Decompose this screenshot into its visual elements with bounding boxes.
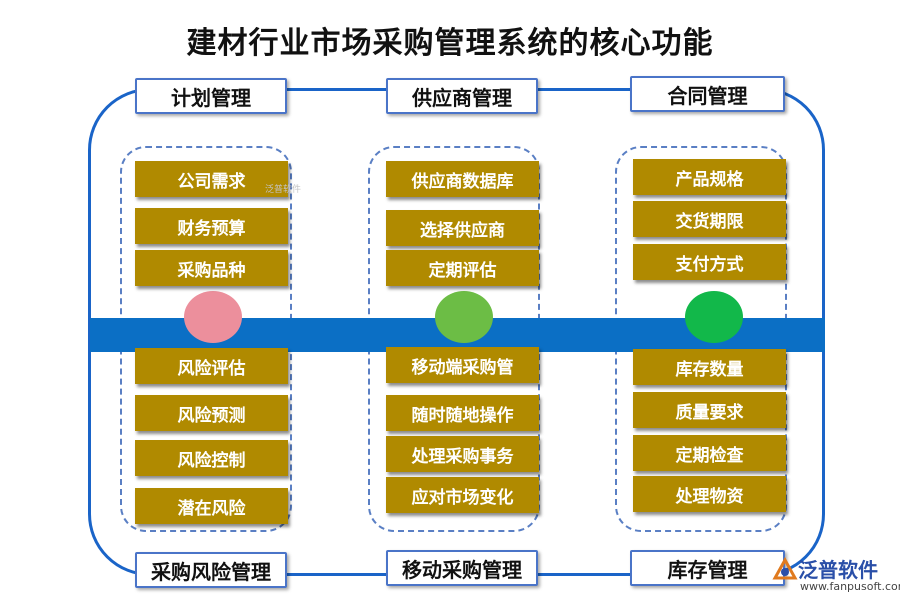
item-risk-forecast: 风险预测 xyxy=(135,395,288,431)
item-handle-procurement-affairs: 处理采购事务 xyxy=(386,436,539,472)
item-periodic-inspection: 定期检查 xyxy=(633,435,786,471)
item-anytime-anywhere: 随时随地操作 xyxy=(386,395,539,431)
item-select-supplier: 选择供应商 xyxy=(386,210,539,246)
label-procurement-risk-management: 采购风险管理 xyxy=(135,552,287,588)
label-supplier-management: 供应商管理 xyxy=(386,78,538,114)
item-potential-risk: 潜在风险 xyxy=(135,488,288,524)
item-payment-method: 支付方式 xyxy=(633,244,786,280)
item-inventory-quantity: 库存数量 xyxy=(633,349,786,385)
item-risk-assessment: 风险评估 xyxy=(135,348,288,384)
item-periodic-evaluation: 定期评估 xyxy=(386,250,539,286)
logo-name: 泛普软件 xyxy=(798,558,878,582)
label-inventory-management: 库存管理 xyxy=(630,550,785,586)
item-supplier-database: 供应商数据库 xyxy=(386,161,539,197)
item-respond-market-changes: 应对市场变化 xyxy=(386,477,539,513)
item-company-demand: 公司需求 xyxy=(135,161,288,197)
item-product-specs: 产品规格 xyxy=(633,159,786,195)
item-procurement-categories: 采购品种 xyxy=(135,250,288,286)
item-financial-budget: 财务预算 xyxy=(135,208,288,244)
watermark: 泛普软件 xyxy=(265,182,301,195)
item-risk-control: 风险控制 xyxy=(135,440,288,476)
diagram-title: 建材行业市场采购管理系统的核心功能 xyxy=(186,26,714,61)
watermark-text: 泛普软件 xyxy=(265,185,302,195)
label-contract-management: 合同管理 xyxy=(630,76,785,112)
circle-contract xyxy=(685,291,743,343)
label-planning-management: 计划管理 xyxy=(135,78,287,114)
item-handle-materials: 处理物资 xyxy=(633,476,786,512)
circle-planning xyxy=(184,291,242,343)
label-mobile-procurement-management: 移动采购管理 xyxy=(386,550,538,586)
logo-url: www.fanpusoft.com xyxy=(800,580,900,593)
circle-supplier xyxy=(435,291,493,343)
brand-logo: 泛普软件 www.fanpusoft.com xyxy=(770,552,900,600)
logo-mark-icon xyxy=(772,556,798,586)
item-quality-requirements: 质量要求 xyxy=(633,392,786,428)
item-mobile-procurement: 移动端采购管 xyxy=(386,347,539,383)
item-delivery-deadline: 交货期限 xyxy=(633,201,786,237)
